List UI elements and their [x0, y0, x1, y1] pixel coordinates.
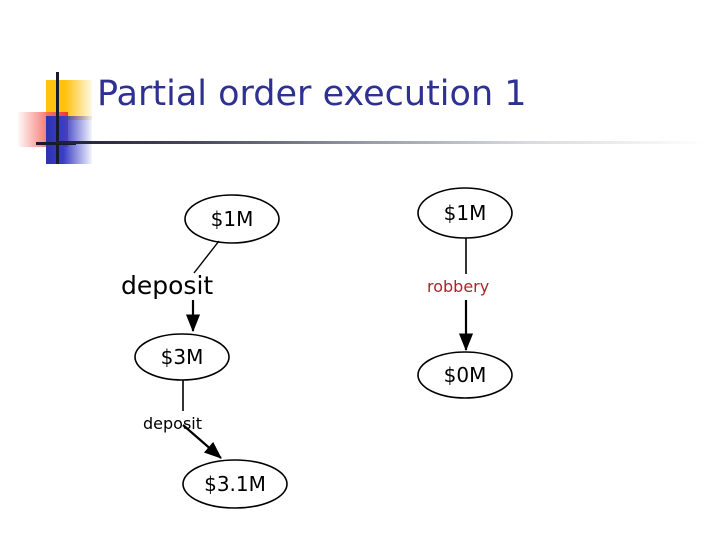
- edge-label-left-deposit-2: deposit: [143, 414, 202, 433]
- node-ellipse-left-mid: [134, 333, 230, 381]
- node-ellipse-left-top: [184, 194, 280, 244]
- title-divider: [56, 141, 706, 144]
- page-title: Partial order execution 1: [97, 74, 527, 114]
- node-label-right-bottom: $0M: [443, 363, 487, 387]
- node-ellipse-right-top: [417, 187, 513, 239]
- node-label-left-bottom: $3.1M: [204, 472, 266, 496]
- node-ellipse-left-bottom: [182, 459, 288, 509]
- node-label-left-mid: $3M: [160, 345, 204, 369]
- node-label-right-top: $1M: [443, 201, 487, 225]
- edge-line-left-1-diagonal: [193, 240, 220, 274]
- edge-line-left-2-diagonal: [182, 424, 222, 459]
- edge-label-right-robbery: robbery: [427, 277, 490, 296]
- edge-label-left-deposit-1: deposit: [121, 271, 214, 300]
- node-label-left-top: $1M: [210, 207, 254, 231]
- title-decoration: [18, 72, 110, 164]
- node-ellipse-right-bottom: [417, 351, 513, 399]
- decoration-vertical-line: [56, 72, 59, 164]
- decoration-blue-square: [46, 116, 92, 164]
